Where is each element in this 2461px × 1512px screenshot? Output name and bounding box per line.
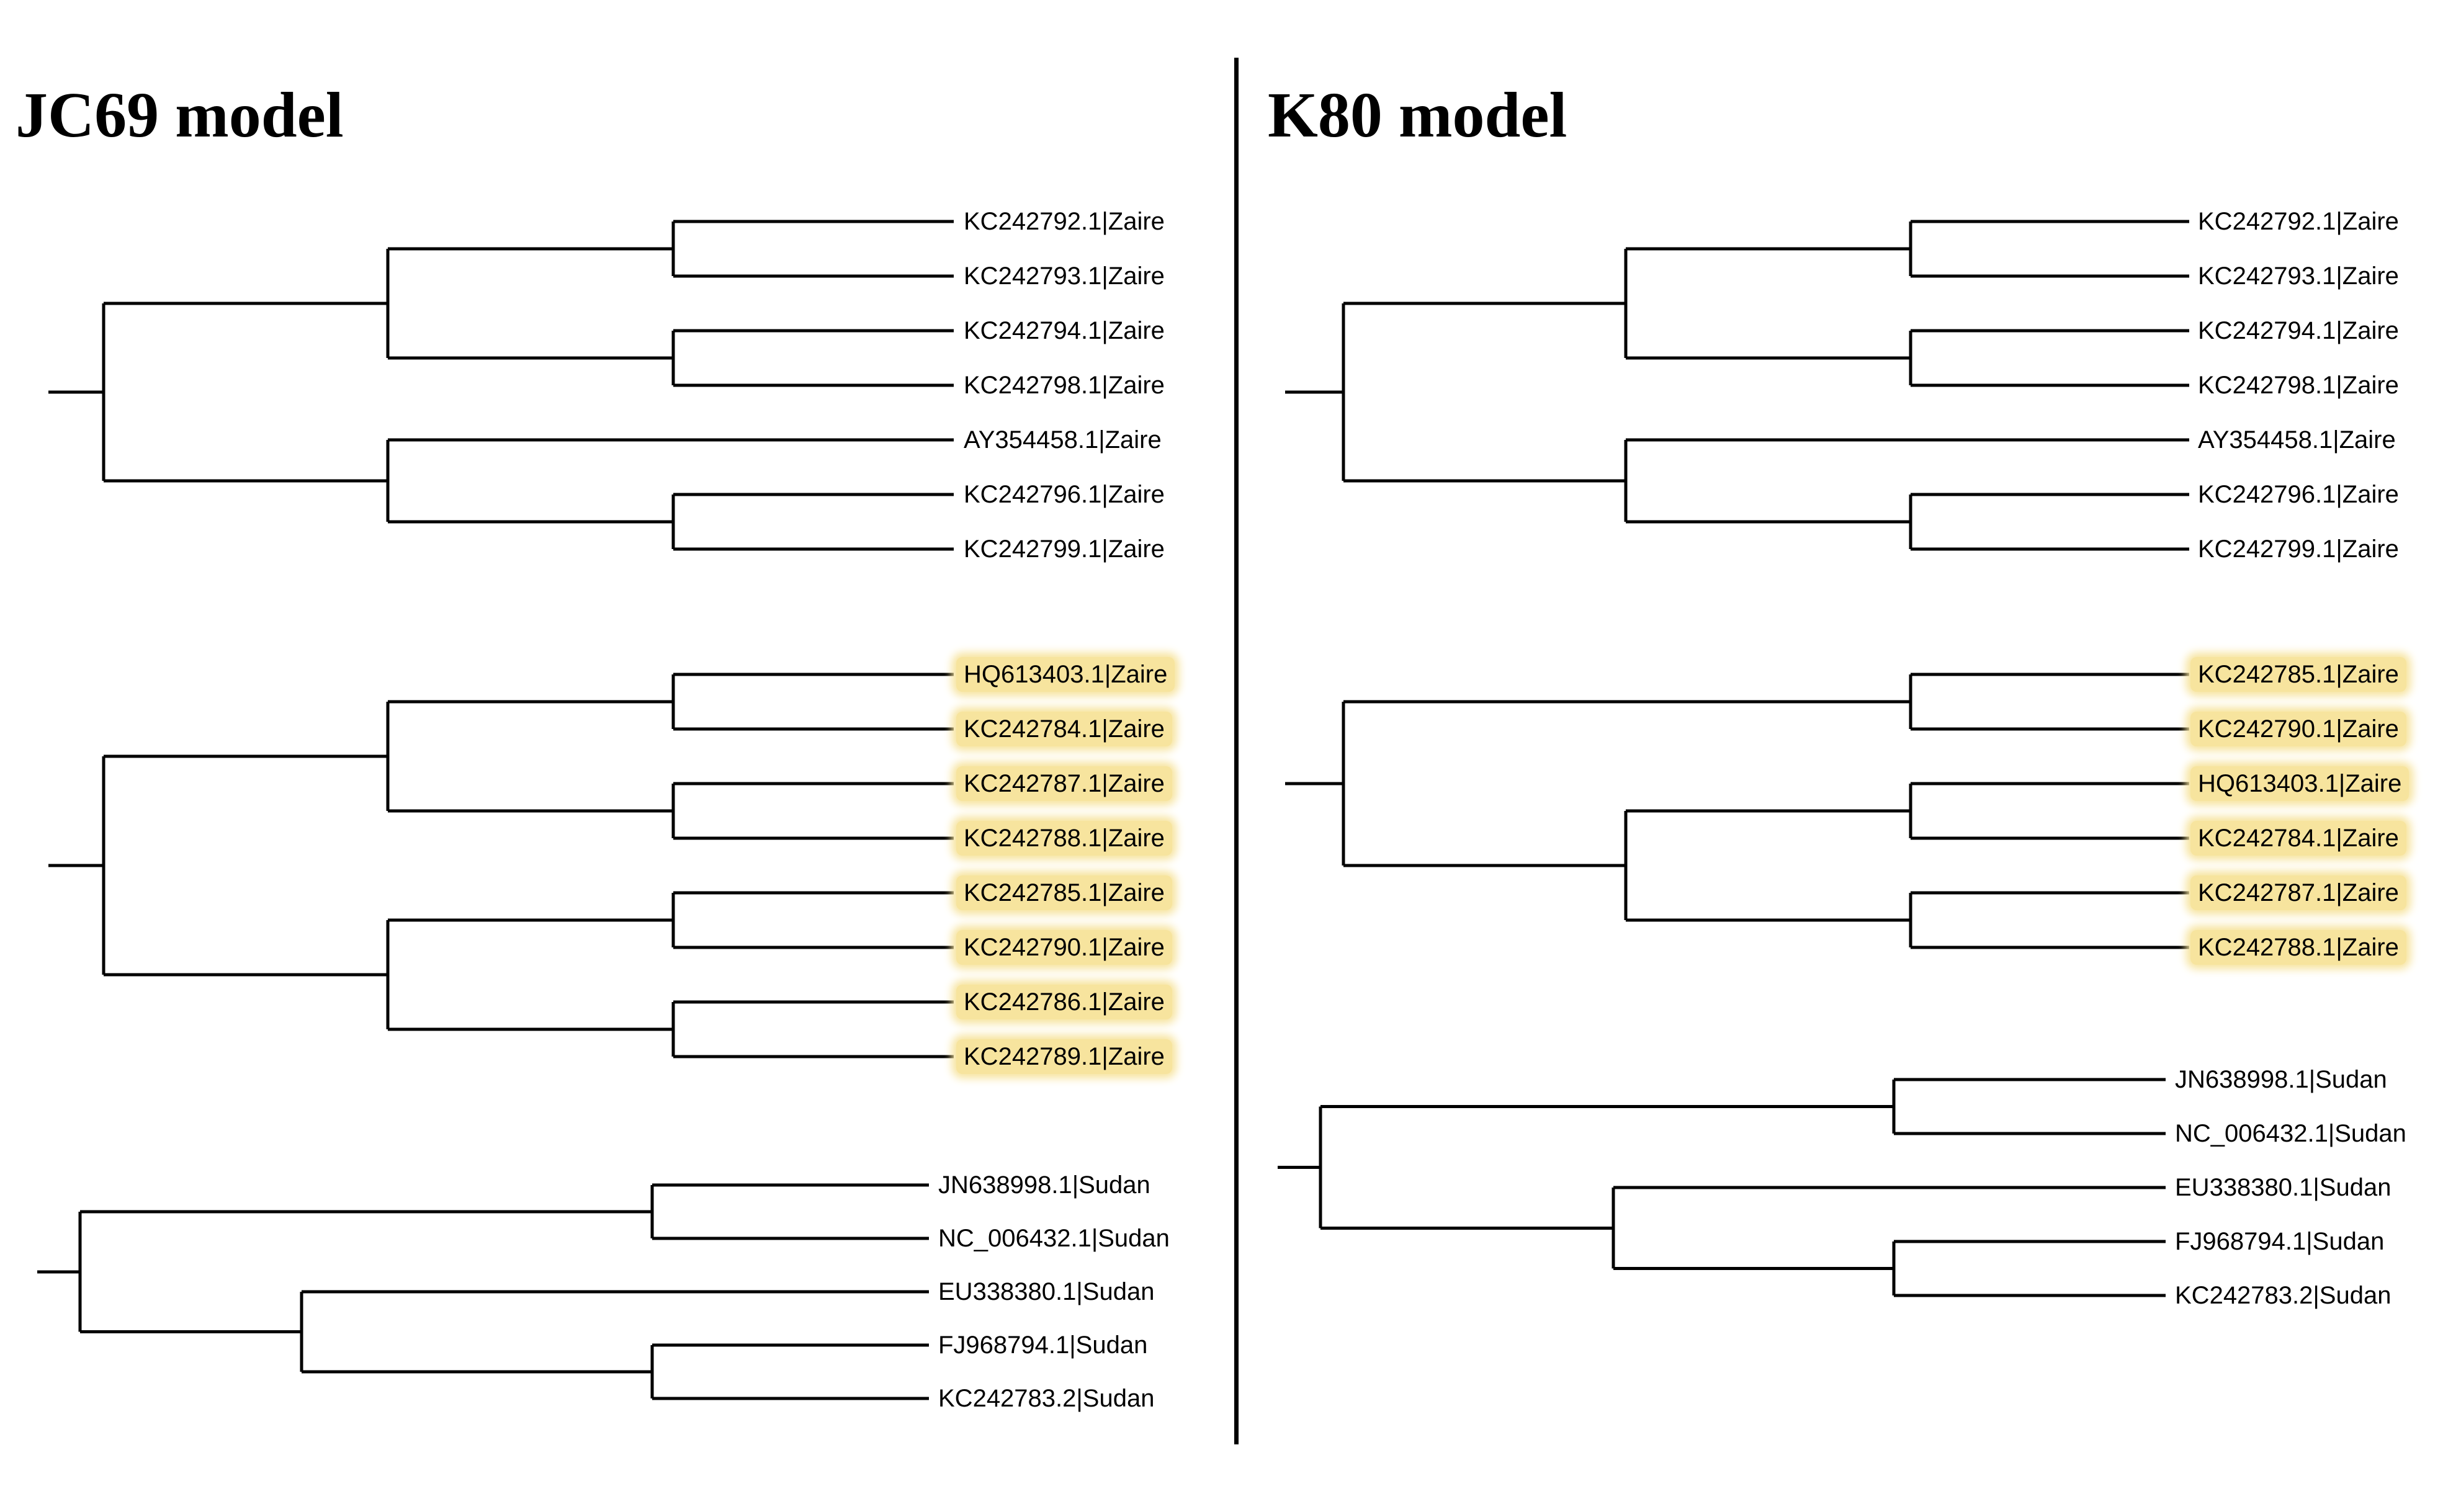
jc69-zaire-clade-top (48, 220, 954, 551)
leaf-label: EU338380.1|Sudan (2175, 1174, 2392, 1201)
leaf-label: KC242798.1|Zaire (964, 372, 1165, 399)
leaf-label-highlighted: KC242790.1|Zaire (2190, 712, 2406, 746)
panel-title-jc69: JC69 model (16, 79, 344, 151)
leaf-label-highlighted: HQ613403.1|Zaire (2190, 766, 2409, 801)
leaf-label-highlighted: KC242789.1|Zaire (956, 1039, 1172, 1074)
leaf-label-highlighted: KC242785.1|Zaire (2190, 657, 2406, 692)
leaf-label-highlighted: KC242788.1|Zaire (2190, 930, 2406, 965)
leaf-label: KC242792.1|Zaire (964, 208, 1165, 235)
leaf-label-highlighted: KC242787.1|Zaire (2190, 875, 2406, 910)
leaf-label: KC242798.1|Zaire (2198, 372, 2399, 399)
panel-divider-line (1234, 58, 1239, 1444)
leaf-label: KC242794.1|Zaire (2198, 317, 2399, 344)
leaf-label: FJ968794.1|Sudan (2175, 1228, 2385, 1255)
leaf-label: KC242783.2|Sudan (2175, 1282, 2392, 1309)
leaf-label-highlighted: KC242784.1|Zaire (2190, 821, 2406, 856)
k80-zaire-clade-top (1285, 220, 2189, 551)
leaf-label: KC242796.1|Zaire (964, 481, 1165, 508)
leaf-label-highlighted: KC242790.1|Zaire (956, 930, 1172, 965)
leaf-label: KC242783.2|Sudan (938, 1385, 1155, 1412)
leaf-label: KC242796.1|Zaire (2198, 481, 2399, 508)
leaf-label: EU338380.1|Sudan (938, 1278, 1155, 1305)
leaf-label-highlighted: KC242787.1|Zaire (956, 766, 1172, 801)
leaf-label-highlighted: KC242785.1|Zaire (956, 875, 1172, 910)
leaf-label-highlighted: HQ613403.1|Zaire (956, 657, 1175, 692)
jc69-zaire-clade-highlighted (48, 673, 954, 1058)
leaf-label: NC_006432.1|Sudan (2175, 1120, 2406, 1147)
panel-title-k80: K80 model (1268, 79, 1567, 151)
leaf-label-highlighted: KC242788.1|Zaire (956, 821, 1172, 856)
leaf-label: KC242799.1|Zaire (2198, 535, 2399, 563)
leaf-label: AY354458.1|Zaire (2198, 426, 2396, 454)
jc69-sudan-clade (37, 1183, 929, 1400)
leaf-label: FJ968794.1|Sudan (938, 1331, 1148, 1359)
leaf-label: JN638998.1|Sudan (2175, 1066, 2387, 1093)
leaf-label-highlighted: KC242784.1|Zaire (956, 712, 1172, 746)
leaf-label: NC_006432.1|Sudan (938, 1225, 1170, 1252)
leaf-label: JN638998.1|Sudan (938, 1171, 1150, 1199)
leaf-label: KC242794.1|Zaire (964, 317, 1165, 344)
k80-sudan-clade (1278, 1078, 2166, 1297)
leaf-label: KC242793.1|Zaire (964, 262, 1165, 290)
leaf-label: KC242793.1|Zaire (2198, 262, 2399, 290)
leaf-label: KC242799.1|Zaire (964, 535, 1165, 563)
leaf-label: KC242792.1|Zaire (2198, 208, 2399, 235)
leaf-label: AY354458.1|Zaire (964, 426, 1162, 454)
k80-zaire-clade-highlighted (1285, 673, 2189, 949)
leaf-label-highlighted: KC242786.1|Zaire (956, 985, 1172, 1019)
